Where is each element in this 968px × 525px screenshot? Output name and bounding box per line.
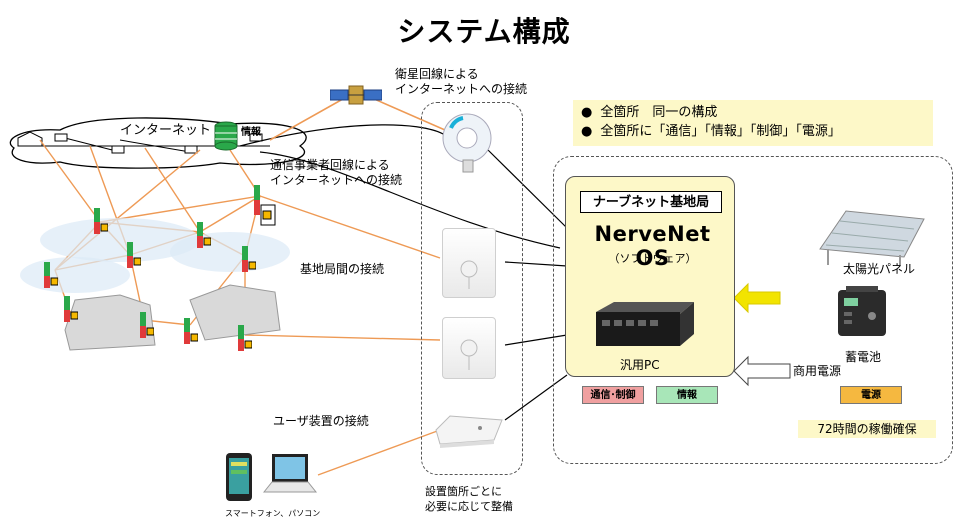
station-marker: [236, 325, 253, 357]
info-label: 情報: [241, 127, 261, 138]
laptop-icon: [262, 452, 318, 504]
solar-panel-label: 太陽光パネル: [843, 262, 916, 276]
satellite-connection-label: 衛星回線による インターネットへの接続: [395, 67, 528, 96]
internet-label: インターネット: [120, 123, 212, 138]
wireless-bridge-icon: [442, 317, 496, 379]
notes-box: 全箇所 同一の構成 全箇所に「通信」「情報」「制御」「電源」: [573, 100, 933, 146]
tag-info: 情報: [656, 386, 718, 404]
tag-comm-control: 通信･制御: [582, 386, 644, 404]
battery-label: 蓄電池: [845, 350, 882, 364]
station-marker: [182, 318, 199, 350]
base-station-title: ナーブネット基地局: [580, 191, 722, 213]
commercial-power-label: 商用電源: [793, 364, 842, 378]
carrier-connection-label: 通信事業者回線による インターネットへの接続: [270, 158, 403, 187]
os-subtitle: （ソフトウェア）: [608, 252, 697, 265]
station-marker: [62, 296, 79, 328]
smartphone-pc-label: スマートフォン、パソコン: [225, 509, 321, 518]
user-device-label: ユーザ装置の接続: [273, 414, 369, 428]
note-item: 全箇所に「通信」「情報」「制御」「電源」: [581, 122, 925, 141]
dish-antenna-icon: [437, 108, 503, 178]
runtime-label: 72時間の稼働確保: [798, 420, 936, 438]
station-marker: [195, 222, 212, 254]
devices-note-label: 設置箇所ごとに 必要に応じて整備: [425, 485, 513, 513]
site-group-box: [553, 156, 953, 464]
battery-icon: [832, 286, 892, 342]
note-item: 全箇所 同一の構成: [581, 103, 925, 122]
solar-panel-icon: [800, 205, 928, 269]
station-marker: [125, 242, 142, 274]
inter-station-label: 基地局間の接続: [300, 262, 385, 276]
smartphone-icon: [225, 452, 253, 506]
station-marker: [252, 185, 276, 234]
station-marker: [42, 262, 59, 294]
access-point-icon: [432, 410, 506, 454]
server-database-icon: [214, 121, 238, 155]
station-marker: [138, 312, 155, 344]
pc-label: 汎用PC: [620, 358, 660, 372]
satellite-icon: [329, 82, 383, 112]
generic-pc-icon: [590, 300, 700, 356]
tag-power: 電源: [840, 386, 902, 404]
os-name: NerveNet OS: [594, 222, 711, 270]
station-marker: [240, 246, 257, 278]
wireless-bridge-icon: [442, 228, 496, 298]
device-group-box: [421, 102, 523, 475]
internet-cloud: [9, 117, 307, 169]
page-title: システム構成: [397, 15, 571, 48]
station-marker: [92, 208, 109, 240]
